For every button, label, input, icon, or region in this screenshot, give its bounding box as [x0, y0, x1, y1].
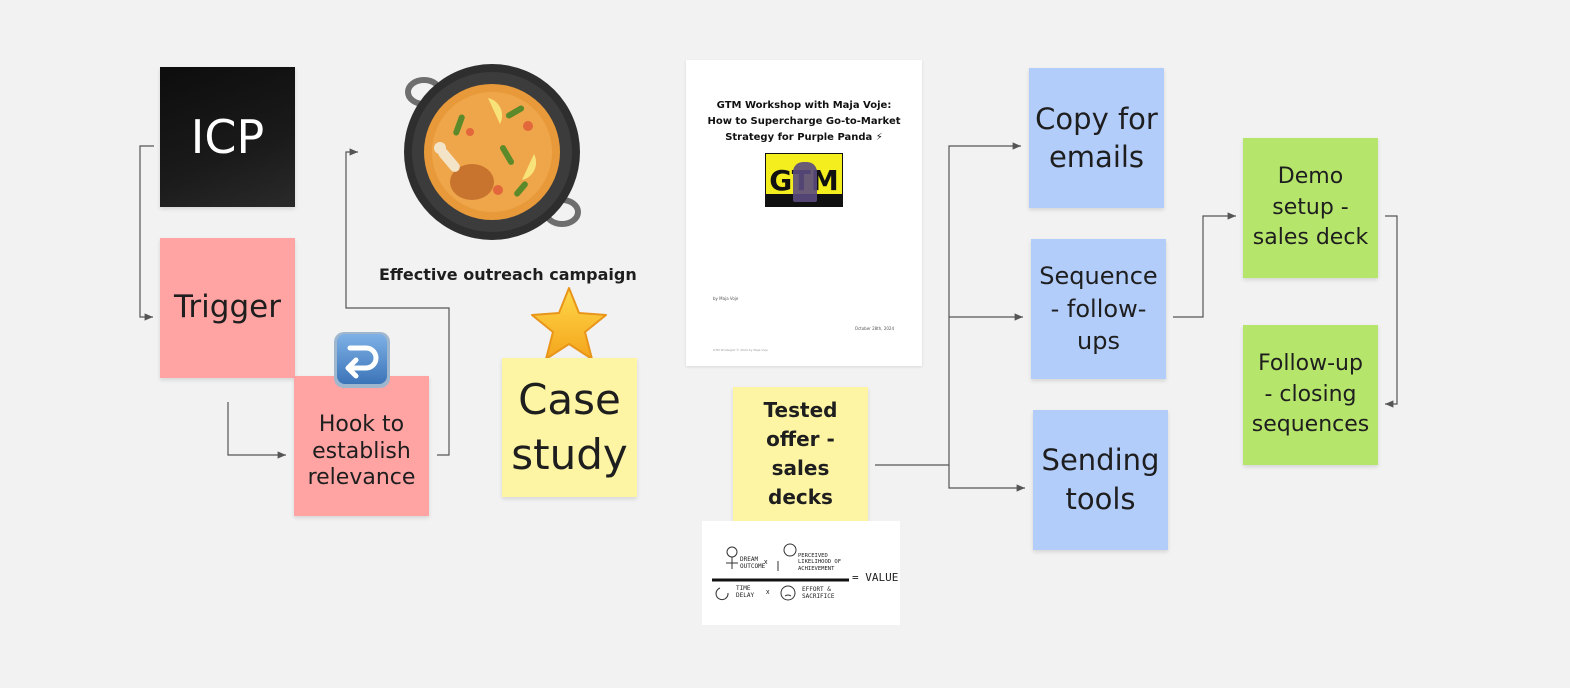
sticky-sending-tools[interactable]: Sending tools [1033, 410, 1168, 550]
document-footer: GTM Strategist © 2024 by Maja Voje [713, 348, 768, 352]
sketch-times-bottom: x [766, 589, 770, 596]
document-preview[interactable]: GTM Workshop with Maja Voje: How to Supe… [686, 60, 922, 366]
sticky-case-study[interactable]: Case study [502, 358, 637, 497]
sketch-effort: EFFORT & SACRIFICE [802, 586, 835, 600]
paella-pan-icon [400, 62, 586, 242]
connector-offer-copy [875, 142, 1021, 466]
connector-trigger-hook [227, 402, 286, 459]
sticky-trigger[interactable]: Trigger [160, 238, 295, 378]
sticky-trigger-text: Trigger [174, 289, 281, 326]
sketch-dream-outcome: DREAM OUTCOME [740, 556, 766, 570]
connector-icp-trigger [139, 145, 154, 321]
document-title: GTM Workshop with Maja Voje: How to Supe… [707, 100, 901, 143]
cover-figure [793, 162, 817, 202]
sticky-follow-up[interactable]: Follow-up - closing sequences [1243, 325, 1378, 465]
star-icon [528, 285, 610, 363]
sticky-sending-tools-text: Sending tools [1041, 442, 1160, 516]
sticky-sequence[interactable]: Sequence - follow- ups [1031, 239, 1166, 379]
sticky-hook-text: Hook to establish relevance [307, 411, 416, 491]
sticky-follow-up-text: Follow-up - closing sequences [1251, 351, 1370, 438]
connector-hook-paella [345, 148, 450, 456]
sticky-demo-setup[interactable]: Demo setup - sales deck [1243, 138, 1378, 278]
connector-sequence-demo [1173, 212, 1236, 318]
sticky-case-study-text: Case study [511, 374, 628, 479]
sticky-copy-emails[interactable]: Copy for emails [1029, 68, 1164, 208]
sketch-time-delay: TIME DELAY [736, 585, 755, 599]
sticky-hook[interactable]: Hook to establish relevance [294, 376, 429, 516]
sticky-sequence-text: Sequence - follow- ups [1039, 262, 1158, 356]
value-equation-sketch[interactable]: DREAM OUTCOME x PERCEIVED LIKELIHOOD OF … [702, 521, 900, 625]
sticky-demo-setup-text: Demo setup - sales deck [1252, 164, 1369, 251]
campaign-label: Effective outreach campaign [379, 265, 637, 284]
sticky-icp[interactable]: ICP [160, 67, 295, 207]
sticky-tested-offer-text: Tested offer - sales decks [763, 398, 838, 509]
connector-demo-followup [1385, 215, 1398, 408]
sticky-icp-text: ICP [190, 109, 265, 164]
connector-offer-tools [948, 465, 1025, 492]
sticky-tested-offer[interactable]: Tested offer - sales decks [733, 387, 868, 521]
document-date: October 28th, 2024 [854, 326, 894, 331]
sketch-times-top: x [764, 559, 768, 566]
sketch-perceived-likelihood: PERCEIVED LIKELIHOOD OF ACHIEVEMENT [798, 553, 842, 572]
sketch-value: = VALUE [852, 571, 899, 584]
sticky-copy-emails-text: Copy for emails [1035, 101, 1158, 174]
document-author: by Maja Voje [713, 296, 739, 301]
document-cover-image: GTM [765, 153, 843, 207]
right-arrow-curving-left-icon [332, 330, 392, 390]
